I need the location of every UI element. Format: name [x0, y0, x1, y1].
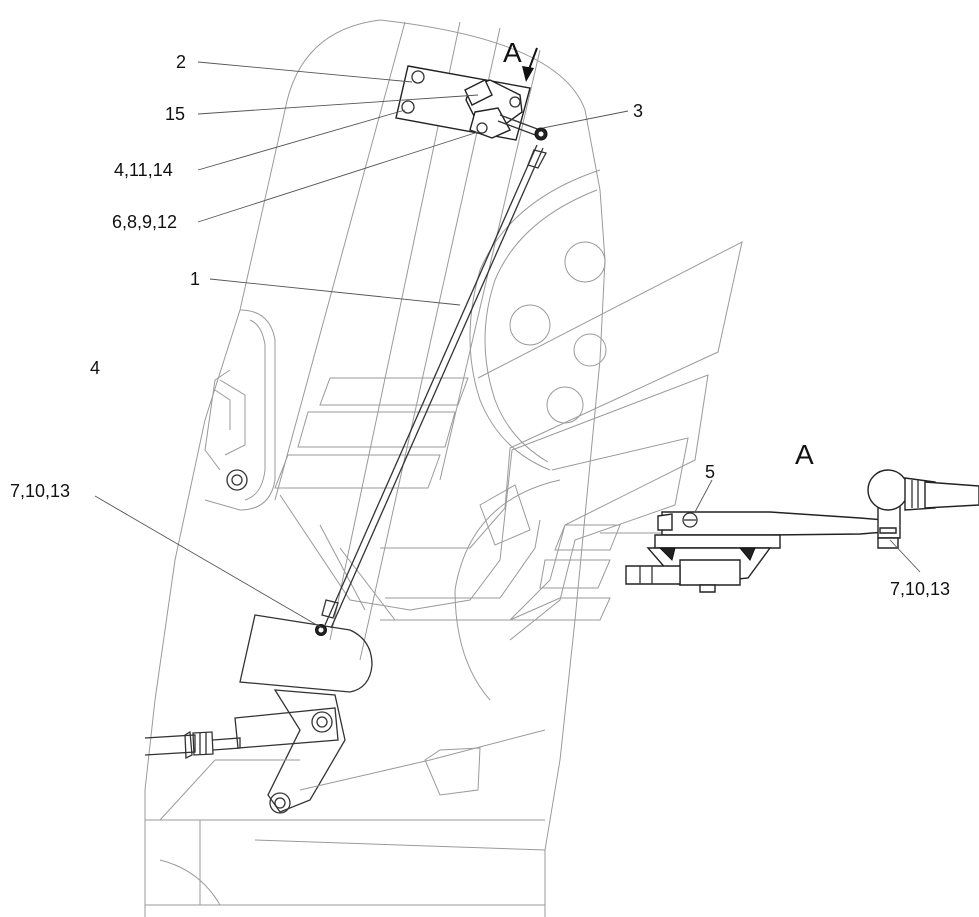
view-arrow-label: A — [503, 37, 522, 68]
detail-view-a — [600, 469, 979, 593]
callout-labels: 2 15 4,11,14 6,8,9,12 3 1 4 7,10,13 5 7,… — [10, 37, 950, 599]
label-items-4-11-14: 4,11,14 — [114, 160, 173, 180]
label-items-6-8-9-12: 6,8,9,12 — [112, 212, 177, 232]
pulley-wheel — [454, 169, 607, 701]
label-items-7-10-13-right: 7,10,13 — [890, 579, 950, 599]
leader-lines — [94, 61, 921, 629]
label-item-3: 3 — [633, 101, 643, 121]
side-bracket — [204, 309, 276, 511]
chevron-stripes — [274, 241, 743, 641]
view-a-title: A — [795, 439, 814, 470]
top-sensor-assembly — [395, 47, 548, 141]
label-item-5: 5 — [705, 462, 715, 482]
label-item-2: 2 — [176, 52, 186, 72]
label-item-15: 15 — [165, 104, 185, 124]
label-item-4: 4 — [90, 358, 100, 378]
lower-lever-mechanism — [144, 614, 546, 821]
label-items-7-10-13-left: 7,10,13 — [10, 481, 70, 501]
connecting-rod — [315, 144, 547, 636]
label-item-1: 1 — [190, 269, 200, 289]
machine-body-outline — [144, 19, 606, 917]
